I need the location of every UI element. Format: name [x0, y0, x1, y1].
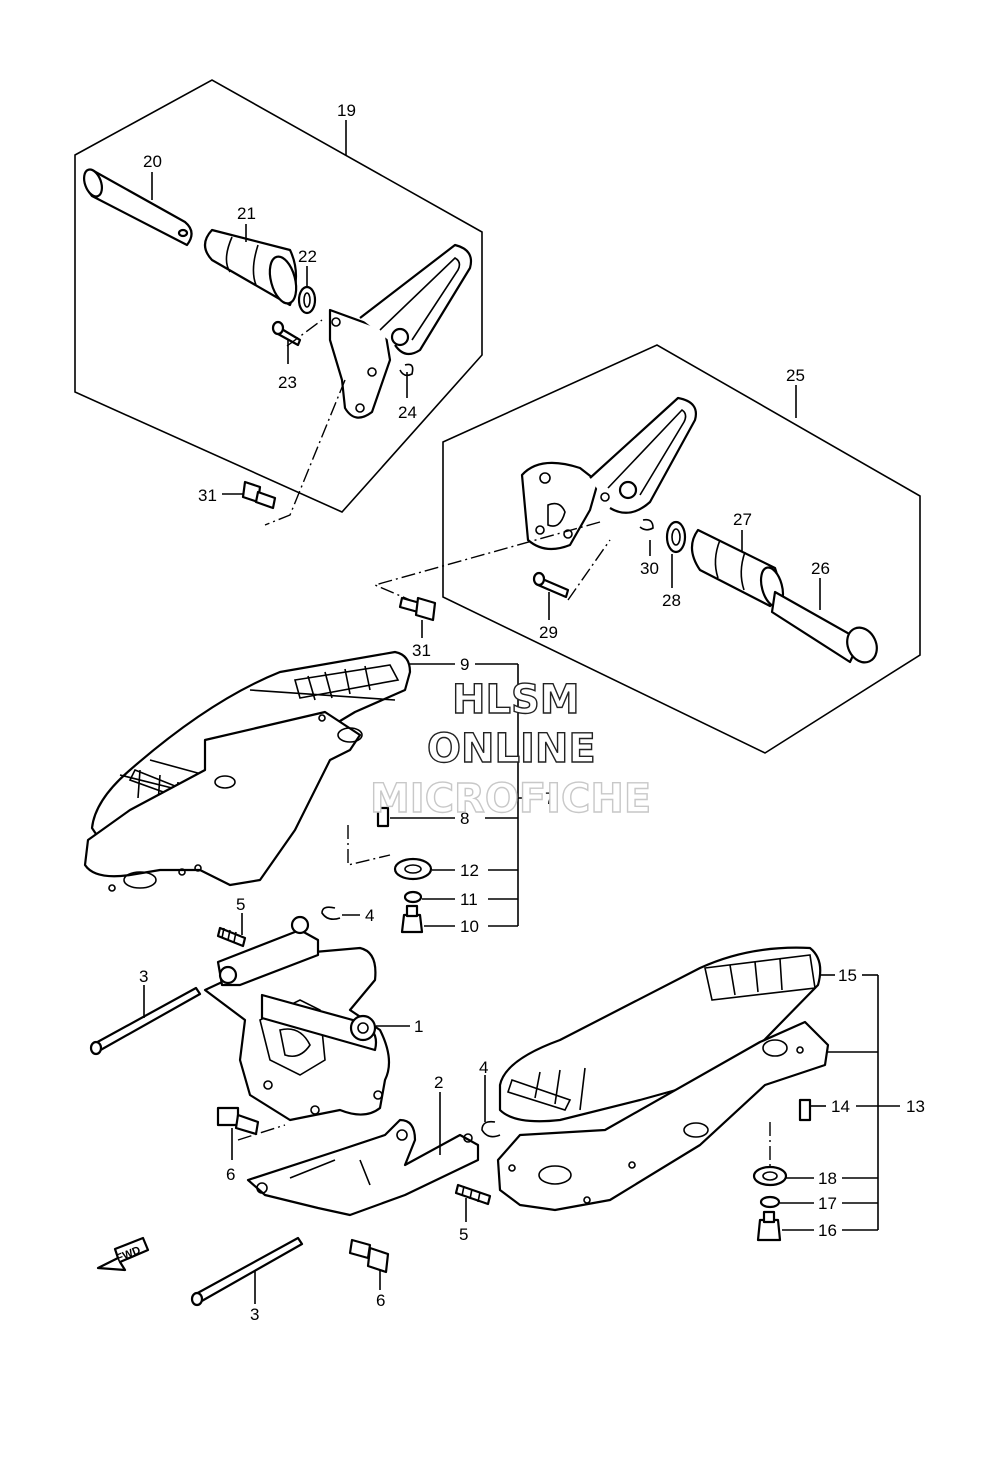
- part-label-6-lower: 6: [376, 1291, 385, 1310]
- rod-part-3-upper: [89, 986, 202, 1056]
- part-label-14: 14: [831, 1097, 850, 1116]
- assembly-line: [286, 319, 323, 347]
- assembly-line: [372, 521, 601, 601]
- washer-part-11: [403, 890, 423, 904]
- bracket-part-2: [246, 1118, 480, 1217]
- assembly-line: [237, 1124, 286, 1141]
- assembly-line: [567, 539, 611, 601]
- footpeg-bracket-25: [520, 396, 697, 551]
- part-label-20: 20: [143, 152, 162, 171]
- watermark-line-1: HLSM: [452, 677, 580, 723]
- part-label-2: 2: [434, 1073, 443, 1092]
- part-label-31-upper: 31: [198, 486, 217, 505]
- part-label-27: 27: [733, 510, 752, 529]
- part-label-5-lower: 5: [459, 1225, 468, 1244]
- part-labels: 19 20 21 22 23 24 31 25 27 26 30 28 29 3…: [139, 101, 925, 1324]
- assembly-line: [347, 825, 391, 866]
- bolt-part-14: [798, 1098, 812, 1122]
- part-label-8: 8: [460, 809, 469, 828]
- watermark-line-3: MICROFICHE: [370, 776, 651, 822]
- bolt-part-16: [756, 1210, 782, 1242]
- footpeg-assembly-19-box: [74, 79, 483, 513]
- part-label-31-lower: 31: [412, 641, 431, 660]
- roller-part-27: [690, 528, 785, 608]
- leader-lines: [143, 120, 900, 1304]
- part-label-4-upper: 4: [365, 906, 374, 925]
- part-label-15: 15: [838, 966, 857, 985]
- bolt-part-6-lower: [348, 1238, 390, 1274]
- part-label-9: 9: [460, 655, 469, 674]
- part-label-10: 10: [460, 917, 479, 936]
- bracket-part-1: [203, 946, 391, 1122]
- footpeg-bracket-19: [328, 243, 473, 419]
- clip-part-4-upper: [321, 906, 341, 920]
- part-label-17: 17: [818, 1194, 837, 1213]
- clevis-pin-part-23: [271, 320, 302, 347]
- washer-part-18: [752, 1165, 788, 1187]
- bolt-part-8: [376, 806, 390, 828]
- washer-part-28: [665, 520, 687, 554]
- bolt-part-31-lower: [398, 596, 437, 622]
- spring-part-5-lower: [454, 1183, 492, 1206]
- clip-part-4-lower: [481, 1120, 501, 1138]
- part-label-23: 23: [278, 373, 297, 392]
- part-label-24: 24: [398, 403, 417, 422]
- part-label-3-lower: 3: [250, 1305, 259, 1324]
- part-label-6-upper: 6: [226, 1165, 235, 1184]
- roller-part-1: [349, 1014, 377, 1042]
- part-label-19: 19: [337, 101, 356, 120]
- footpeg-assembly-25-box: [442, 344, 921, 754]
- roller-part-21: [203, 228, 298, 307]
- bolt-part-6-upper: [216, 1106, 260, 1136]
- pin-part-20: [82, 168, 193, 247]
- bolt-part-10: [400, 904, 424, 934]
- part-label-13: 13: [906, 1097, 925, 1116]
- clip-part-30: [639, 518, 654, 531]
- clip-part-24: [399, 363, 414, 377]
- part-label-12: 12: [460, 861, 479, 880]
- clevis-pin-part-29: [532, 571, 570, 599]
- watermark-line-2: ONLINE: [427, 726, 596, 772]
- part-label-1: 1: [414, 1017, 423, 1036]
- washer-part-12: [393, 857, 433, 881]
- part-label-29: 29: [539, 623, 558, 642]
- part-label-25: 25: [786, 366, 805, 385]
- part-label-7: 7: [545, 789, 554, 808]
- watermark: HLSM ONLINE MICROFICHE: [369, 676, 652, 822]
- part-label-18: 18: [818, 1169, 837, 1188]
- part-label-16: 16: [818, 1221, 837, 1240]
- floorboard-part-15: [498, 946, 822, 1123]
- floorboard-base-15: [496, 1020, 830, 1212]
- part-label-5-upper: 5: [236, 895, 245, 914]
- part-label-3-upper: 3: [139, 967, 148, 986]
- bolt-part-31-upper: [241, 480, 277, 510]
- part-label-30: 30: [640, 559, 659, 578]
- fwd-arrow-icon: FWD: [96, 1236, 150, 1272]
- washer-part-17: [759, 1195, 781, 1209]
- part-label-21: 21: [237, 204, 256, 223]
- part-label-28: 28: [662, 591, 681, 610]
- rod-part-3-lower: [190, 1236, 304, 1307]
- hinge-plate-1: [216, 915, 320, 987]
- part-label-26: 26: [811, 559, 830, 578]
- pin-part-26: [770, 590, 878, 664]
- washer-part-22: [297, 285, 317, 315]
- assembly-line: [264, 379, 346, 526]
- spring-part-5-upper: [216, 926, 247, 948]
- part-label-4-lower: 4: [479, 1058, 488, 1077]
- floorboard-base: [83, 710, 363, 892]
- part-label-11: 11: [460, 890, 478, 909]
- part-label-22: 22: [298, 247, 317, 266]
